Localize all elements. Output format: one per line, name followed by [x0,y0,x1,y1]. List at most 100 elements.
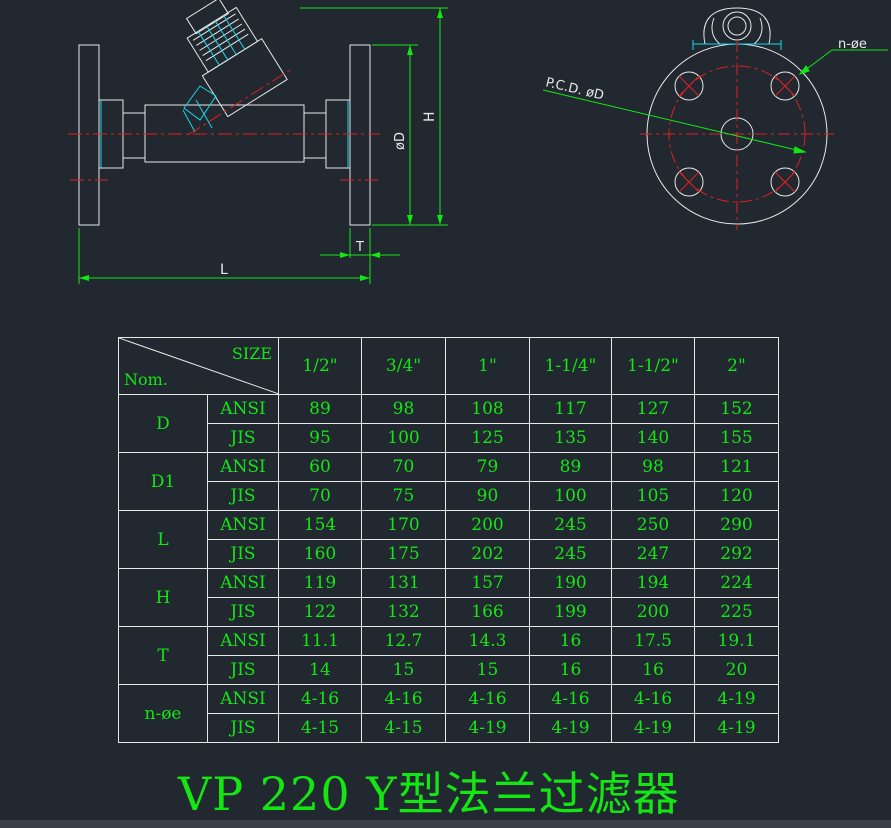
pcd-label: P.C.D. øD [544,75,605,103]
value-cell: 202 [445,539,530,569]
value-cell: 140 [611,423,695,453]
dim-H-label: H [422,111,438,122]
value-cell: 4-16 [361,684,446,714]
size-col-header: 3/4" [361,337,446,395]
valve-drawing: L T øD H P.C.D. øD n- [68,0,888,284]
param-name-cell: n-øe [118,684,208,743]
value-cell: 224 [694,568,779,598]
value-cell: 100 [529,481,612,511]
standard-cell: ANSI [207,394,279,424]
dim-L-label: L [220,262,228,278]
value-cell: 70 [278,481,362,511]
value-cell: 131 [361,568,446,598]
bolt-hole-bl [674,167,704,197]
value-cell: 125 [445,423,530,453]
cap [186,6,259,73]
standard-cell: JIS [207,597,279,627]
value-cell: 247 [611,539,695,569]
value-cell: 154 [278,510,362,540]
standard-cell: JIS [207,713,279,743]
value-cell: 200 [445,510,530,540]
value-cell: 250 [611,510,695,540]
standard-cell: ANSI [207,510,279,540]
arrow-heads [79,8,443,281]
standard-cell: ANSI [207,684,279,714]
value-cell: 4-19 [694,684,779,714]
standard-cell: JIS [207,481,279,511]
value-cell: 105 [611,481,695,511]
value-cell: 95 [278,423,362,453]
value-cell: 4-16 [445,684,530,714]
bolt-hole-tl [674,71,704,101]
nom-header: Nom. [124,370,168,389]
bolt-crosses [678,75,796,193]
value-cell: 89 [278,394,362,424]
value-cell: 200 [611,597,695,627]
value-cell: 132 [361,597,446,627]
front-leaders [542,49,888,154]
bolt-hole-label: n-øe [838,37,867,52]
value-cell: 12.7 [361,626,446,656]
hidden-lines [100,15,349,168]
drawing-title: VP 220 Y型法兰过滤器 [178,767,680,821]
value-cell: 16 [611,655,695,685]
value-cell: 4-19 [694,713,779,743]
standard-cell: JIS [207,655,279,685]
value-cell: 14.3 [445,626,530,656]
centerlines-front [640,40,834,230]
value-cell: 199 [529,597,612,627]
size-col-header: 2" [694,337,779,395]
value-cell: 166 [445,597,530,627]
standard-cell: ANSI [207,452,279,482]
nom-size-cell: SIZE Nom. [118,337,279,395]
centerlines-side [68,69,380,181]
standard-cell: ANSI [207,568,279,598]
dim-D-label: øD [393,132,408,150]
value-cell: 245 [529,510,612,540]
value-cell: 98 [361,394,446,424]
param-name-cell: D1 [118,452,208,511]
value-cell: 190 [529,568,612,598]
value-cell: 14 [278,655,362,685]
value-cell: 170 [361,510,446,540]
value-cell: 135 [529,423,612,453]
value-cell: 15 [361,655,446,685]
param-name-cell: L [118,510,208,569]
value-cell: 89 [529,452,612,482]
size-header: SIZE [231,344,272,363]
spec-table: SIZE Nom. 1/2" 3/4" 1" 1-1/4" 1-1/2" 2" … [118,337,779,743]
value-cell: 152 [694,394,779,424]
size-col-header: 1-1/2" [611,337,695,395]
value-cell: 4-16 [278,684,362,714]
size-col-header: 1/2" [278,337,362,395]
value-cell: 175 [361,539,446,569]
value-cell: 290 [694,510,779,540]
dimension-lines [78,7,448,284]
value-cell: 20 [694,655,779,685]
left-flange [78,44,100,226]
standard-cell: JIS [207,539,279,569]
standard-cell: ANSI [207,626,279,656]
value-cell: 11.1 [278,626,362,656]
value-cell: 127 [611,394,695,424]
value-cell: 122 [278,597,362,627]
value-cell: 16 [529,655,612,685]
param-name-cell: D [118,394,208,453]
diagonal-divider [119,338,279,394]
value-cell: 70 [361,452,446,482]
value-cell: 194 [611,568,695,598]
value-cell: 4-19 [611,713,695,743]
value-cell: 121 [694,452,779,482]
size-col-header: 1-1/4" [529,337,612,395]
value-cell: 19.1 [694,626,779,656]
